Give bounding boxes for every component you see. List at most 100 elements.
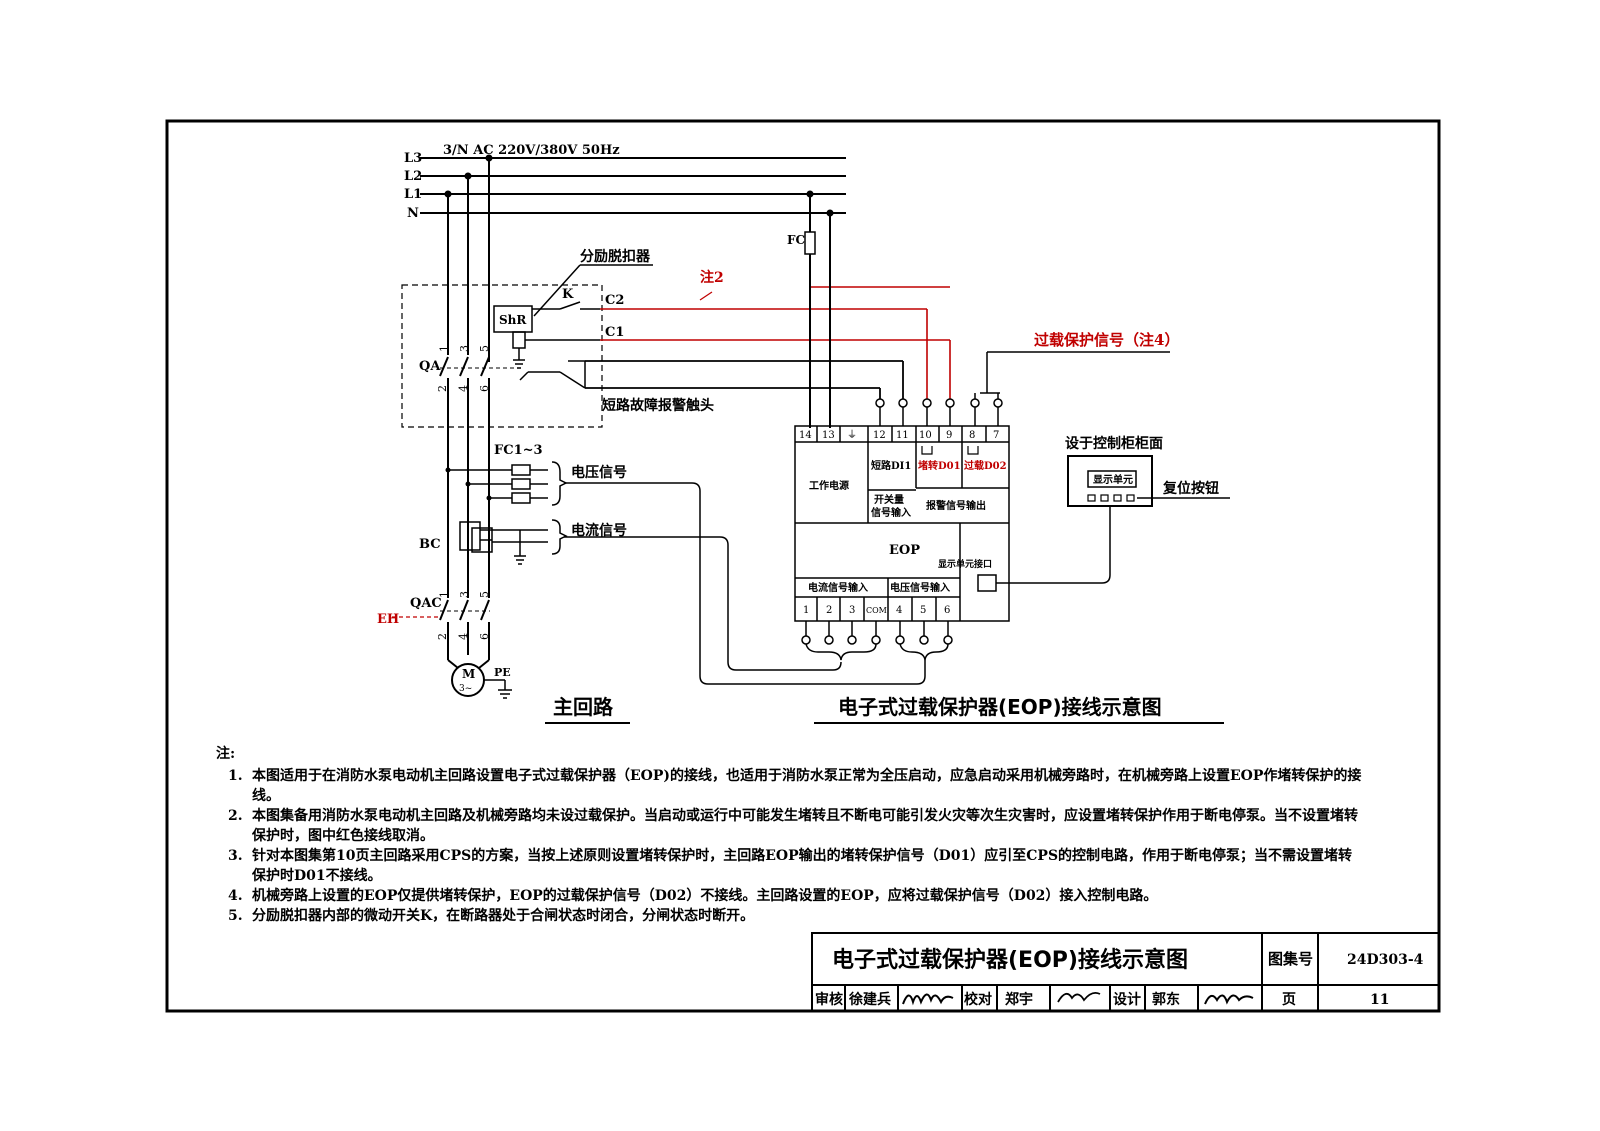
shr-label: ShR xyxy=(499,313,527,327)
reviewer-name: 徐建兵 xyxy=(848,991,891,1008)
eop-voltage-input: 电压信号输入 xyxy=(890,581,950,594)
designer-signature xyxy=(1204,994,1254,1005)
c2-label: C2 xyxy=(605,293,624,308)
eop-bot-term-4: 4 xyxy=(896,605,902,616)
short-alarm-label: 短路故障报警触头 xyxy=(602,397,714,414)
main-circuit-wiring xyxy=(439,158,490,669)
supply-spec: 3/N AC 220V/380V 50Hz xyxy=(443,143,620,158)
pe-label: PE xyxy=(494,666,511,679)
eop-bot-term-6: 6 xyxy=(944,605,950,616)
eop-short-di1: 短路DI1 xyxy=(871,459,911,472)
qa-term-6: 6 xyxy=(478,385,491,392)
qa-term-4: 4 xyxy=(457,385,470,392)
eop-switch-input-1: 开关量 xyxy=(874,493,904,506)
qac-label: QAC xyxy=(410,596,442,611)
k-label: K xyxy=(562,287,574,302)
qa-term-5: 5 xyxy=(478,345,491,352)
qac-term-4: 4 xyxy=(457,633,470,640)
shr-coil xyxy=(512,331,526,349)
eop-caption: 电子式过载保护器(EOP)接线示意图 xyxy=(838,695,1162,719)
eop-bot-term-1: 1 xyxy=(803,605,809,616)
note-item: 3.针对本图集第10页主回路采用CPS的方案，当按上述原则设置堵转保护时，主回路… xyxy=(228,848,1353,884)
note2-tag: 注2 xyxy=(700,269,724,286)
review-label: 审核 xyxy=(815,991,843,1008)
atlas-no: 24D303-4 xyxy=(1347,952,1424,968)
reset-button-label: 复位按钮 xyxy=(1162,480,1219,497)
qac-term-5: 5 xyxy=(478,591,491,598)
display-unit-label: 显示单元 xyxy=(1093,473,1133,486)
notes-heading: 注: xyxy=(216,746,236,762)
fc-label: FC xyxy=(787,233,805,247)
motor-phase: 3~ xyxy=(459,684,472,694)
eop-stall-do1: 堵转D01 xyxy=(918,459,961,472)
c1-label: C1 xyxy=(605,325,624,340)
atlas-label: 图集号 xyxy=(1268,950,1313,968)
phase-taps xyxy=(444,154,834,217)
title-block-title: 电子式过载保护器(EOP)接线示意图 xyxy=(832,947,1188,973)
overload-signal-label: 过载保护信号（注4） xyxy=(1034,331,1179,349)
checker-name: 郑宇 xyxy=(1005,991,1033,1008)
eop-term-9: 9 xyxy=(946,430,952,441)
voltage-signal-label: 电压信号 xyxy=(571,464,627,481)
qa-term-1: 1 xyxy=(438,345,451,352)
motor-m: M xyxy=(462,667,475,681)
qac-term-6: 6 xyxy=(478,633,491,640)
qa-term-3: 3 xyxy=(458,345,471,352)
note-item: 4.机械旁路上设置的EOP仅提供堵转保护，EOP的过载保护信号（D02）不接线。… xyxy=(228,888,1158,904)
eop-bot-term-com: COM xyxy=(866,606,887,615)
note-item: 1.本图适用于在消防水泵电动机主回路设置电子式过载保护器（EOP)的接线，也适用… xyxy=(228,768,1362,804)
qac-term-3: 3 xyxy=(458,591,471,598)
eop-term-12: 12 xyxy=(873,430,886,441)
eop-display-port: 显示单元接口 xyxy=(938,558,992,570)
eop-term-ground: ⏚ xyxy=(847,429,857,441)
qa-label: QA xyxy=(419,359,441,374)
current-signal-label: 电流信号 xyxy=(571,522,627,539)
bus-label-l3: L3 xyxy=(404,151,422,166)
main-circuit-caption: 主回路 xyxy=(553,695,614,719)
bus-label-n: N xyxy=(407,206,419,221)
fc-fuse xyxy=(804,231,816,255)
bc-label: BC xyxy=(419,537,441,552)
notes-list: 1.本图适用于在消防水泵电动机主回路设置电子式过载保护器（EOP)的接线，也适用… xyxy=(216,766,1366,926)
supply-bus xyxy=(420,157,846,214)
bus-label-l2: L2 xyxy=(404,169,422,184)
eop-power-label: 工作电源 xyxy=(809,479,849,492)
eop-term-11: 11 xyxy=(896,430,909,441)
eop-term-8: 8 xyxy=(969,430,975,441)
eop-term-13: 13 xyxy=(822,430,835,441)
eop-overload-do2: 过载D02 xyxy=(964,459,1007,472)
eh-label: EH xyxy=(377,612,399,627)
fc13-label: FC1~3 xyxy=(494,443,543,458)
note-item: 2.本图集备用消防水泵电动机主回路及机械旁路均未设过载保护。当启动或运行中可能发… xyxy=(228,808,1358,844)
note-item: 5.分励脱扣器内部的微动开关K，在断路器处于合闸状态时闭合，分闸状态时断开。 xyxy=(228,908,755,924)
reviewer-signature xyxy=(902,993,954,1006)
eop-term-14: 14 xyxy=(799,430,812,441)
eop-alarm-out: 报警信号输出 xyxy=(926,499,986,512)
eop-term-10: 10 xyxy=(919,430,932,441)
checker-signature xyxy=(1057,991,1101,1003)
display-panel xyxy=(1067,455,1153,507)
qac-term-2: 2 xyxy=(436,633,449,640)
eop-term-7: 7 xyxy=(993,430,999,441)
qa-term-2: 2 xyxy=(436,385,449,392)
design-label: 设计 xyxy=(1113,991,1141,1008)
bus-label-l1: L1 xyxy=(404,187,422,202)
display-unit-screen xyxy=(1087,470,1137,488)
designer-name: 郭东 xyxy=(1152,991,1180,1008)
eop-bot-term-5: 5 xyxy=(920,605,926,616)
panel-label: 设于控制柜柜面 xyxy=(1065,435,1163,452)
title-block xyxy=(811,932,1440,1012)
check-label: 校对 xyxy=(964,991,992,1008)
display-port-socket xyxy=(977,574,997,592)
shunt-release-label: 分励脱扣器 xyxy=(580,248,651,265)
drawing-frame xyxy=(165,119,1441,1013)
qa-breaker-enclosure xyxy=(401,284,603,428)
eop-bot-term-2: 2 xyxy=(826,605,832,616)
reset-buttons xyxy=(1087,494,1135,502)
eop-switch-input-2: 信号输入 xyxy=(871,506,911,519)
qac-term-1: 1 xyxy=(438,591,451,598)
eop-device xyxy=(794,425,1010,622)
eop-bot-term-3: 3 xyxy=(849,605,855,616)
page-label: 页 xyxy=(1282,992,1296,1008)
